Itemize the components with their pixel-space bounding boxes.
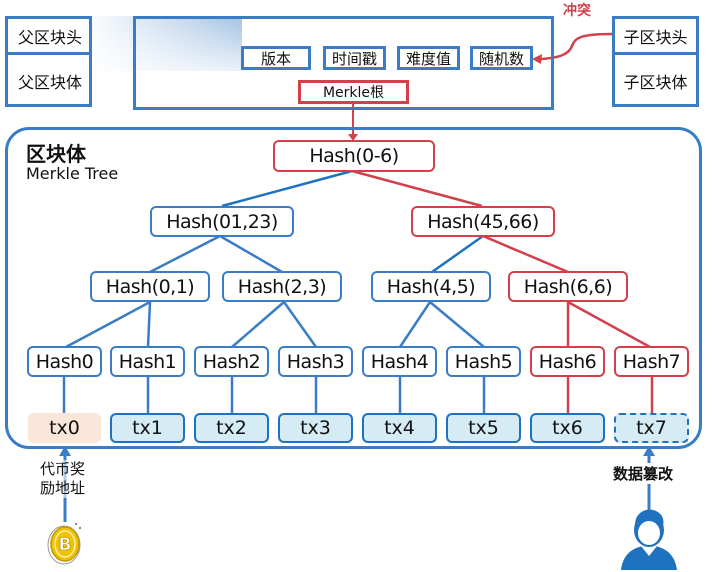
zoom-projection-fade [82,16,242,80]
transaction[interactable]: tx5 [446,413,521,443]
leaf-hash-node[interactable]: Hash3 [278,346,353,377]
field-timestamp: 时间戳 [323,46,386,70]
node-label: Hash(6,6) [523,275,613,298]
node-label: Hash0 [35,350,94,373]
transaction[interactable]: tx4 [362,413,437,443]
edge [429,301,485,348]
node-label: Hash1 [118,350,177,373]
node-label: Hash6 [538,350,597,373]
conflict-arrow-head [532,54,542,64]
edge [351,169,483,208]
tx-label: tx0 [49,417,80,439]
node-label: Hash(01,23) [166,210,278,233]
edge [146,301,152,348]
conflict-label: 冲突 [563,3,591,19]
node-label: Hash(2,3) [237,275,327,298]
tamper-arrow-head [643,446,655,456]
transaction[interactable]: tx6 [530,413,605,443]
transaction-tampered[interactable]: tx7 [614,413,689,443]
field-version: 版本 [241,46,311,70]
block-body-title: 区块体 [26,142,86,166]
parent-block-body: 父区块体 [8,55,89,107]
tx-label: tx3 [300,417,331,439]
tx-label: tx1 [132,417,163,439]
child-block-header: 子区块头 [615,19,696,55]
merkle-root-arrow-head [348,134,358,141]
edge [398,301,432,348]
node-label: Hash3 [286,350,345,373]
merkle-root-label: Merkle根 [322,85,385,101]
tree-node-level2[interactable]: Hash(2,3) [222,271,342,302]
node-label: Hash(4,5) [386,275,476,298]
child-block-body-label: 子区块体 [623,73,688,92]
coinbase-address-label: 代币奖 励地址 [40,460,86,498]
tree-node-level2[interactable]: Hash(4,5) [371,271,491,302]
edge [221,169,353,208]
node-label: Hash2 [202,350,261,373]
tree-node-level2[interactable]: Hash(6,6) [508,271,628,302]
parent-block-header: 父区块头 [8,19,89,55]
transaction[interactable]: tx3 [278,413,353,443]
parent-block-body-label: 父区块体 [18,73,83,92]
leaf-hash-node[interactable]: Hash2 [194,346,269,377]
leaf-hash-node[interactable]: Hash1 [110,346,185,377]
leaf-hash-node[interactable]: Hash0 [27,346,102,377]
leaf-hash-node[interactable]: Hash4 [362,346,437,377]
transaction[interactable]: tx2 [194,413,269,443]
coinbase-label-line2: 励地址 [40,479,86,497]
edge [282,301,318,348]
transaction-coinbase[interactable]: tx0 [28,413,101,443]
merkle-root-field: Merkle根 [298,80,409,104]
field-version-label: 版本 [260,49,291,68]
node-label: Hash7 [622,350,681,373]
field-nonce: 随机数 [470,46,533,70]
coinbase-arrow-head [59,446,71,456]
edge [431,234,484,274]
conflict-arrow [539,32,613,61]
field-timestamp-label: 时间戳 [331,49,377,68]
svg-text:B: B [59,535,72,555]
edge [65,300,151,349]
tamper-label: 数据篡改 [613,463,674,484]
block-header [133,16,554,110]
edge [149,234,221,274]
field-difficulty: 难度值 [397,46,460,70]
tx-label: tx5 [468,417,499,439]
child-block: 子区块头 子区块体 [612,16,699,107]
leaf-hash-node[interactable]: Hash7 [614,346,689,377]
parent-block-header-label: 父区块头 [18,27,83,47]
parent-block: 父区块头 父区块体 [5,16,92,107]
tree-node-level1[interactable]: Hash(45,66) [411,206,555,237]
block-body [5,127,702,449]
node-label: Hash(0-6) [309,145,399,167]
field-difficulty-label: 难度值 [405,49,451,68]
tx-label: tx7 [636,417,667,439]
leaf-hash-node[interactable]: Hash5 [446,346,521,377]
edge [567,300,651,349]
tree-node-level2[interactable]: Hash(0,1) [90,271,210,302]
child-block-body: 子区块体 [615,55,696,107]
edge [482,234,569,274]
merkle-root-node[interactable]: Hash(0-6) [273,140,435,172]
edge [219,234,283,274]
child-block-header-label: 子区块头 [623,27,688,47]
tx-label: tx6 [552,417,583,439]
edge [231,301,285,348]
leaf-hash-node[interactable]: Hash6 [530,346,605,377]
user-icon [617,508,681,570]
node-label: Hash(45,66) [427,210,539,233]
field-nonce-label: 随机数 [478,49,524,68]
tx-label: tx2 [216,417,247,439]
tree-node-level1[interactable]: Hash(01,23) [150,206,294,237]
block-body-subtitle: Merkle Tree [26,164,119,183]
tx-label: tx4 [384,417,415,439]
node-label: Hash4 [370,350,429,373]
node-label: Hash5 [454,350,513,373]
bitcoin-coin-icon: B [46,520,86,566]
transaction[interactable]: tx1 [110,413,185,443]
coinbase-label-line1: 代币奖 [40,460,86,478]
node-label: Hash(0,1) [105,275,195,298]
